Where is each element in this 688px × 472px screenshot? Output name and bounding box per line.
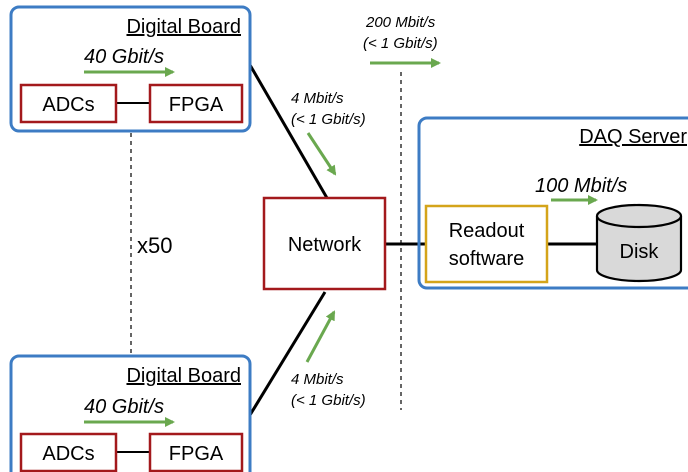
readout-label-line2: software [449, 248, 525, 270]
disk-label: Disk [620, 241, 660, 263]
adcs-label-bottom: ADCs [42, 443, 94, 465]
link-bottom-board-network [248, 291, 327, 416]
readout-label-line1: Readout [449, 220, 525, 242]
digital-board-top-title: Digital Board [126, 16, 241, 38]
fpga-label-bottom: FPGA [169, 443, 224, 465]
fpga-label-top: FPGA [169, 94, 224, 116]
fpga-box-top [148, 83, 244, 124]
digital-board-bottom-frame [9, 354, 252, 472]
multiplicity-label: x50 [137, 233, 172, 258]
disk-rate-label: 100 Mbit/s [535, 175, 627, 197]
link-top-rate-line2: (< 1 Gbit/s) [291, 111, 366, 128]
adcs-box-top [19, 83, 118, 124]
daq-server: DAQ Server Readout software 100 Mbit/s D… [417, 116, 688, 290]
aggregate-rate-line2: (< 1 Gbit/s) [363, 35, 438, 52]
readout-software-box [424, 204, 549, 284]
adcs-label-top: ADCs [42, 94, 94, 116]
link-bottom-rate-line2: (< 1 Gbit/s) [291, 392, 366, 409]
digital-board-top: Digital Board 40 Gbit/s ADCs FPGA [9, 5, 252, 133]
digital-board-bottom: Digital Board 40 Gbit/s ADCs FPGA [9, 354, 252, 472]
network-box [262, 196, 387, 291]
fpga-box-bottom [148, 432, 244, 472]
daq-server-frame [417, 116, 688, 290]
digital-board-bottom-title: Digital Board [126, 365, 241, 387]
link-top-board-network [248, 64, 329, 199]
link-bottom-arrow [305, 310, 336, 363]
adcs-box-bottom [19, 432, 118, 472]
link-top-arrow [306, 132, 337, 176]
network-label: Network [288, 234, 362, 256]
digital-board-bottom-rate: 40 Gbit/s [84, 396, 164, 418]
aggregate-rate-line1: 200 Mbit/s [365, 14, 436, 31]
link-top-rate-line1: 4 Mbit/s [291, 90, 344, 107]
disk-icon [595, 203, 683, 283]
link-bottom-rate-line1: 4 Mbit/s [291, 371, 344, 388]
digital-board-top-rate: 40 Gbit/s [84, 46, 164, 68]
daq-server-title: DAQ Server [579, 126, 687, 148]
digital-board-top-frame [9, 5, 252, 133]
